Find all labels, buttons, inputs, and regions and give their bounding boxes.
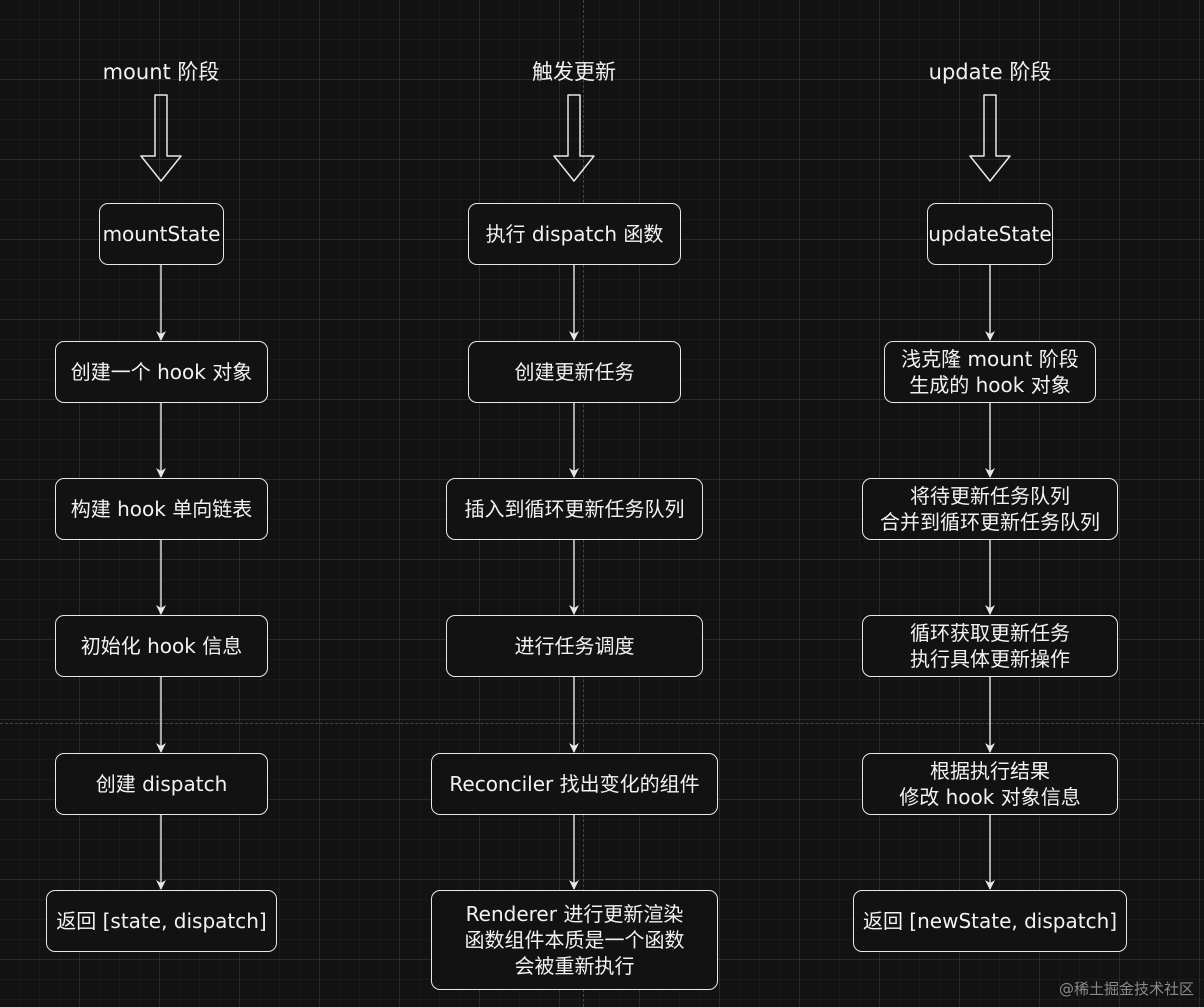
update-phase-heading: update 阶段 (928, 60, 1052, 84)
update-step-3-line-2: 合并到循环更新任务队列 (880, 510, 1100, 534)
update-step-6-line-1: 返回 [newState, dispatch] (862, 909, 1118, 933)
mount-step-2[interactable]: 创建一个 hook 对象 (55, 341, 268, 403)
update-step-3[interactable]: 将待更新任务队列 合并到循环更新任务队列 (862, 478, 1118, 540)
update-step-4-line-1: 循环获取更新任务 (910, 621, 1070, 645)
trigger-update-arrow (553, 94, 595, 182)
mount-step-5[interactable]: 创建 dispatch (55, 753, 268, 815)
trigger-update-heading: 触发更新 (532, 60, 616, 84)
trigger-step-1[interactable]: 执行 dispatch 函数 (468, 203, 681, 265)
mount-step-3-line-1: 构建 hook 单向链表 (70, 497, 253, 521)
trigger-step-6-line-3: 会被重新执行 (514, 954, 635, 978)
update-phase-arrow (969, 94, 1011, 182)
update-step-5-line-2: 修改 hook 对象信息 (899, 785, 1081, 809)
trigger-step-5[interactable]: Reconciler 找出变化的组件 (431, 753, 718, 815)
mount-step-3[interactable]: 构建 hook 单向链表 (55, 478, 268, 540)
trigger-step-6[interactable]: Renderer 进行更新渲染 函数组件本质是一个函数 会被重新执行 (431, 890, 718, 990)
update-step-5-line-1: 根据执行结果 (930, 759, 1050, 783)
mount-step-4-line-1: 初始化 hook 信息 (80, 634, 243, 658)
update-step-3-line-1: 将待更新任务队列 (910, 484, 1070, 508)
guide-line-horizontal (0, 723, 1204, 724)
mount-step-1[interactable]: mountState (99, 203, 224, 265)
update-step-2-line-1: 浅克隆 mount 阶段 (901, 347, 1079, 371)
mount-step-6[interactable]: 返回 [state, dispatch] (46, 890, 277, 952)
mount-phase-arrow (140, 94, 182, 182)
update-step-2[interactable]: 浅克隆 mount 阶段 生成的 hook 对象 (884, 341, 1096, 403)
update-step-1-line-1: updateState (928, 222, 1052, 246)
trigger-step-4[interactable]: 进行任务调度 (446, 615, 703, 677)
update-step-6[interactable]: 返回 [newState, dispatch] (853, 890, 1127, 952)
trigger-step-6-line-1: Renderer 进行更新渲染 (465, 902, 684, 926)
mount-step-6-line-1: 返回 [state, dispatch] (56, 909, 267, 933)
mount-step-2-line-1: 创建一个 hook 对象 (70, 360, 253, 384)
update-step-4[interactable]: 循环获取更新任务 执行具体更新操作 (862, 615, 1118, 677)
trigger-step-3[interactable]: 插入到循环更新任务队列 (446, 478, 703, 540)
trigger-step-2-line-1: 创建更新任务 (514, 360, 635, 384)
trigger-step-4-line-1: 进行任务调度 (514, 634, 635, 658)
mount-step-4[interactable]: 初始化 hook 信息 (55, 615, 268, 677)
trigger-step-6-line-2: 函数组件本质是一个函数 (464, 928, 685, 952)
mount-step-5-line-1: 创建 dispatch (95, 772, 228, 796)
trigger-step-2[interactable]: 创建更新任务 (468, 341, 681, 403)
trigger-step-3-line-1: 插入到循环更新任务队列 (464, 497, 685, 521)
mount-phase-heading: mount 阶段 (102, 60, 220, 84)
update-step-2-line-2: 生成的 hook 对象 (909, 373, 1071, 397)
watermark-text: @稀土掘金技术社区 (1058, 980, 1194, 998)
update-step-5[interactable]: 根据执行结果 修改 hook 对象信息 (862, 753, 1118, 815)
trigger-step-1-line-1: 执行 dispatch 函数 (485, 222, 664, 246)
mount-step-1-line-1: mountState (102, 222, 221, 246)
update-step-1[interactable]: updateState (927, 203, 1053, 265)
trigger-step-5-line-1: Reconciler 找出变化的组件 (449, 772, 700, 796)
update-step-4-line-2: 执行具体更新操作 (910, 647, 1070, 671)
